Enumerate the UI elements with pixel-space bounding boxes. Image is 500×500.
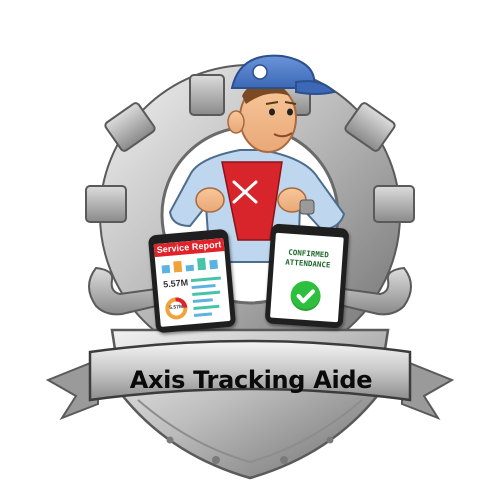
phone-screen: Service Report 5.57M 5.57M [153,238,231,327]
attendance-text: CONFIRMED ATTENDANCE [285,247,331,270]
donut-chart-icon: 5.57M [163,295,189,321]
phone-screen: CONFIRMED ATTENDANCE [270,232,344,323]
report-lines-icon [190,276,221,317]
logo-title: Axis Tracking Aide [129,366,373,394]
mini-bar-chart-icon [161,257,219,274]
check-icon [289,279,322,312]
report-metric: 5.57M [162,277,189,290]
attendance-phone: CONFIRMED ATTENDANCE [264,223,350,329]
wrench-screwdriver-icon [232,180,258,204]
title-banner [45,339,455,421]
service-report-phone: Service Report 5.57M 5.57M [147,228,237,334]
